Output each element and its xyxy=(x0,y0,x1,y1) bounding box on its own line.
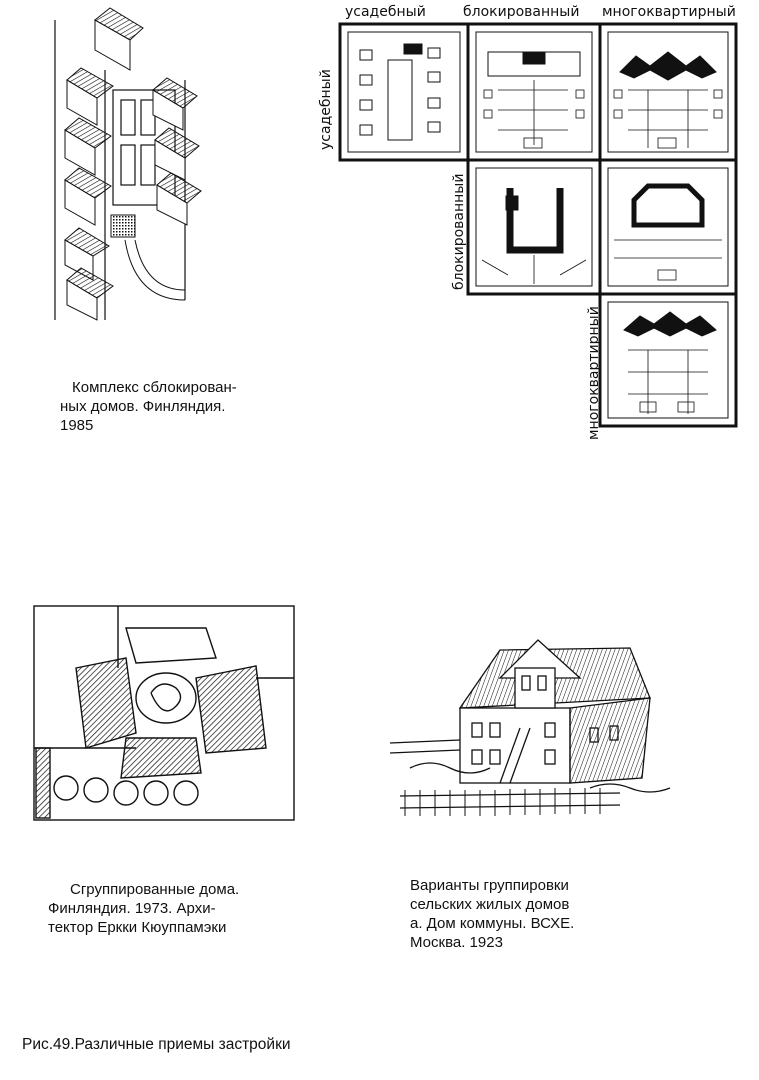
commune-house-panel: Варианты группировки сельских жилых домо… xyxy=(380,628,710,958)
finland-complex-caption: Комплекс сблокирован- ных домов. Финлянд… xyxy=(60,378,237,435)
column-header: усадебный xyxy=(345,4,426,20)
caption-line: тектор Еркки Кюуппамэки xyxy=(48,919,227,936)
caption-line: Варианты группировки xyxy=(410,877,569,894)
grouped-houses-panel: Сгруппированные дома. Финляндия. 1973. А… xyxy=(26,598,326,958)
caption-line: 1985 xyxy=(60,417,94,434)
caption-line: Финляндия. 1973. Архи- xyxy=(48,900,216,917)
caption-line: Сгруппированные дома. xyxy=(70,881,240,898)
caption-line: Комплекс сблокирован- xyxy=(72,379,237,396)
typology-grid: усадебный блокированный многоквартирный … xyxy=(318,4,738,440)
caption-line: ных домов. Финляндия. xyxy=(60,398,226,415)
caption-line: сельских жилых домов xyxy=(410,896,570,913)
commune-house-drawing xyxy=(389,639,671,816)
column-header: многоквартирный xyxy=(602,4,736,20)
caption-line: а. Дом коммуны. ВСХЕ. xyxy=(410,915,575,932)
row-header: блокированный xyxy=(451,174,467,290)
commune-house-caption: Варианты группировки сельских жилых домо… xyxy=(410,876,574,952)
figure-caption: Рис.49.Различные приемы застройки xyxy=(22,1036,291,1053)
caption-line: Москва. 1923 xyxy=(410,934,503,951)
column-header: блокированный xyxy=(463,4,579,20)
grouped-houses-drawing xyxy=(33,605,295,821)
row-header: усадебный xyxy=(318,69,334,150)
finland-complex-panel: Комплекс сблокирован- ных домов. Финлянд… xyxy=(35,0,275,440)
typology-grid-panel: усадебный блокированный многоквартирный … xyxy=(298,0,759,460)
grouped-houses-caption: Сгруппированные дома. Финляндия. 1973. А… xyxy=(48,880,239,937)
finland-complex-drawing xyxy=(54,7,202,321)
row-header: многоквартирный xyxy=(586,306,602,440)
